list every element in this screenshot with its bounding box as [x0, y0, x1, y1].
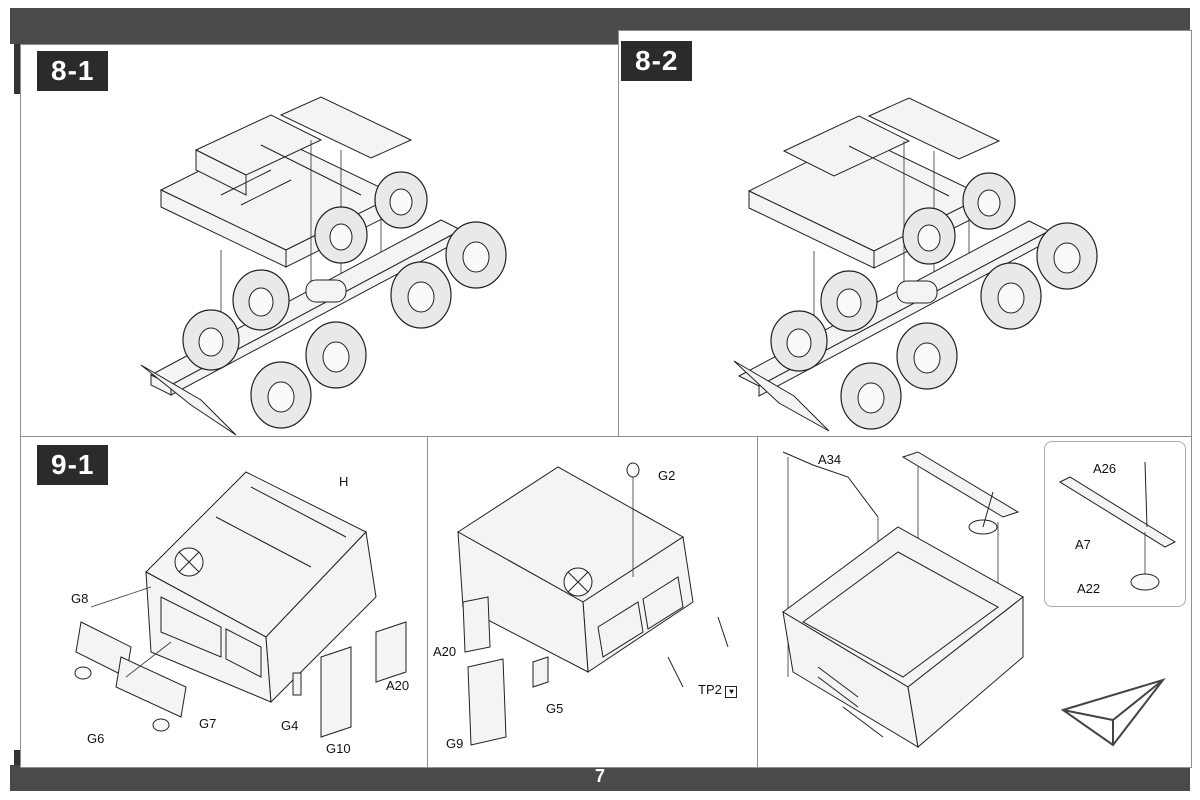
panel-step-8-2: 8-2	[618, 30, 1192, 438]
panel-step-9-1-a: 9-1 H G8 G6 G7 G4 G10 A20	[20, 436, 429, 768]
truck-chassis-illustration	[733, 97, 1098, 432]
panel-step-9-1-b: G2 A20 G9 G5 TP2 ♥	[427, 436, 759, 768]
cab-illustration	[74, 471, 407, 738]
callout-H: H	[339, 474, 349, 489]
callout-A26: A26	[1093, 461, 1117, 476]
callout-TP2-label: TP2	[698, 682, 722, 697]
callout-A20: A20	[386, 678, 410, 693]
callout-TP2: TP2 ♥	[698, 682, 738, 698]
callout-G8: G8	[71, 591, 89, 606]
cab-interior-illustration	[782, 451, 1024, 748]
paper-plane-logo-icon	[1060, 678, 1166, 747]
cab-illustration	[457, 462, 729, 746]
step-label: 8-1	[37, 51, 109, 91]
step-label: 9-1	[37, 445, 109, 485]
callout-G2: G2	[658, 468, 676, 483]
callout-G5: G5	[546, 701, 564, 716]
page-number: 7	[594, 766, 605, 786]
glue-symbol-icon: ♥	[725, 686, 738, 698]
callout-G9: G9	[446, 736, 464, 751]
inset-detail-box: A26 A7 A22	[1044, 441, 1186, 607]
callout-G6: G6	[87, 731, 105, 746]
callout-A20: A20	[433, 644, 457, 659]
callout-G10: G10	[326, 741, 351, 756]
bottom-footer-band	[10, 765, 1190, 791]
steering-wheel-illustration	[1058, 461, 1177, 591]
callout-G4: G4	[281, 718, 299, 733]
callout-A34: A34	[818, 452, 842, 467]
watermark: MOXINGFANS.COM	[1060, 755, 1189, 770]
callout-G7: G7	[199, 716, 217, 731]
step-label: 8-2	[621, 41, 693, 81]
callout-A7: A7	[1075, 537, 1091, 552]
truck-chassis-illustration	[140, 96, 507, 436]
callout-A22: A22	[1077, 581, 1101, 596]
page-edge-mark	[14, 44, 20, 94]
panel-step-8-1: 8-1	[20, 44, 620, 438]
panel-step-9-1-c: A34 A26 A7 A22	[757, 436, 1192, 768]
